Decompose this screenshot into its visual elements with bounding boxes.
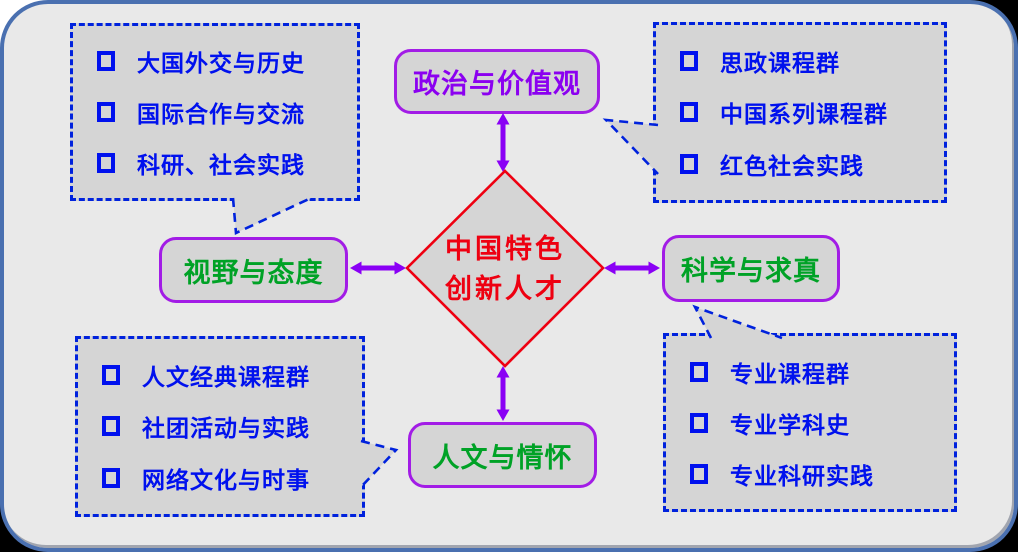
callout-politics-courses: 思政课程群 中国系列课程群 红色社会实践 xyxy=(653,22,947,203)
node-politics-values: 政治与价值观 xyxy=(394,49,600,114)
checkbox-bullet-icon xyxy=(690,463,708,484)
node-vision-attitude: 视野与态度 xyxy=(159,237,348,303)
list-item-label: 网络文化与时事 xyxy=(142,467,310,494)
checkbox-bullet-icon xyxy=(680,102,698,123)
node-humanities-sentiment: 人文与情怀 xyxy=(408,422,597,488)
list-item: 人文经典课程群 xyxy=(102,358,352,392)
list-item: 思政课程群 xyxy=(680,44,934,78)
list-item-label: 红色社会实践 xyxy=(720,153,864,180)
center-diamond-label: 中国特色 创新人才 xyxy=(415,229,595,309)
callout-humanities-courses: 人文经典课程群 社团活动与实践 网络文化与时事 xyxy=(75,336,365,517)
checkbox-bullet-icon xyxy=(690,412,708,433)
list-item: 大国外交与历史 xyxy=(97,44,347,78)
list-item-label: 国际合作与交流 xyxy=(137,100,305,127)
list-item-label: 思政课程群 xyxy=(720,49,840,76)
list-item-label: 中国系列课程群 xyxy=(720,101,888,128)
list-item: 中国系列课程群 xyxy=(680,95,934,129)
list-item-label: 科研、社会实践 xyxy=(137,151,305,178)
checkbox-bullet-icon xyxy=(97,101,115,122)
checkbox-bullet-icon xyxy=(97,51,115,72)
list-item-label: 大国外交与历史 xyxy=(137,50,305,77)
list-item: 红色社会实践 xyxy=(680,147,934,181)
node-science-truth: 科学与求真 xyxy=(662,235,840,302)
checkbox-bullet-icon xyxy=(102,468,120,489)
list-item-label: 人文经典课程群 xyxy=(142,363,310,390)
list-item: 专业学科史 xyxy=(690,406,944,440)
checkbox-bullet-icon xyxy=(680,154,698,175)
checkbox-bullet-icon xyxy=(690,361,708,382)
list-item-label: 专业学科史 xyxy=(730,411,850,438)
diamond-label-line1: 中国特色 xyxy=(445,234,565,264)
list-item: 国际合作与交流 xyxy=(97,95,347,129)
list-item: 社团活动与实践 xyxy=(102,409,352,443)
callout-vision-courses: 大国外交与历史 国际合作与交流 科研、社会实践 xyxy=(70,23,360,201)
list-item: 专业课程群 xyxy=(690,355,944,389)
checkbox-bullet-icon xyxy=(97,152,115,173)
diamond-label-line2: 创新人才 xyxy=(445,274,565,304)
checkbox-bullet-icon xyxy=(102,416,120,437)
list-item-label: 专业科研实践 xyxy=(730,462,874,489)
checkbox-bullet-icon xyxy=(102,364,120,385)
list-item: 科研、社会实践 xyxy=(97,146,347,180)
list-item: 专业科研实践 xyxy=(690,457,944,491)
list-item: 网络文化与时事 xyxy=(102,461,352,495)
list-item-label: 社团活动与实践 xyxy=(142,415,310,442)
list-item-label: 专业课程群 xyxy=(730,360,850,387)
callout-science-courses: 专业课程群 专业学科史 专业科研实践 xyxy=(663,333,957,512)
checkbox-bullet-icon xyxy=(680,50,698,71)
